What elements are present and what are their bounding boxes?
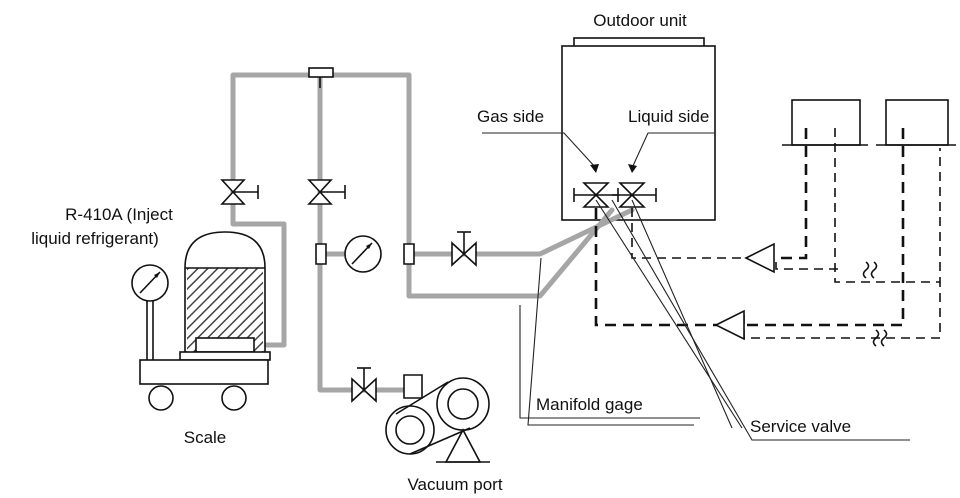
label-service-valve: Service valve (750, 417, 851, 436)
label-scale: Scale (184, 428, 227, 447)
port-fitting-right (403, 243, 415, 265)
break-symbol-lower (872, 329, 888, 347)
label-refrigerant-line1: R-410A (Inject (65, 205, 173, 224)
label-gas-side: Gas side (477, 107, 544, 126)
dashed-piping (594, 128, 941, 339)
distributor-lower (714, 309, 745, 341)
label-liquid-side: Liquid side (628, 107, 709, 126)
leader-lines (482, 132, 910, 441)
tee-fitting (308, 67, 334, 88)
refrigerant-cylinder (184, 231, 266, 353)
vacuum-pump (385, 374, 490, 463)
label-outdoor-unit: Outdoor unit (593, 11, 687, 30)
indoor-unit-2 (876, 99, 956, 146)
break-symbol-upper (862, 261, 878, 279)
port-fitting-gauge (315, 243, 327, 265)
valve-right (451, 231, 477, 267)
outdoor-unit (561, 37, 716, 221)
valve-left (220, 179, 259, 205)
label-refrigerant-line2: liquid refrigerant) (31, 229, 159, 248)
indoor-unit-1 (782, 99, 868, 146)
label-vacuum-port: Vacuum port (407, 475, 502, 494)
scale-gauge (131, 264, 169, 302)
label-manifold-gage: Manifold gage (536, 395, 643, 414)
distributor-upper (744, 242, 775, 274)
valve-middle (307, 179, 346, 205)
scale-cart (139, 295, 271, 411)
pressure-gauge (344, 235, 382, 273)
valve-vacuum (351, 367, 377, 403)
